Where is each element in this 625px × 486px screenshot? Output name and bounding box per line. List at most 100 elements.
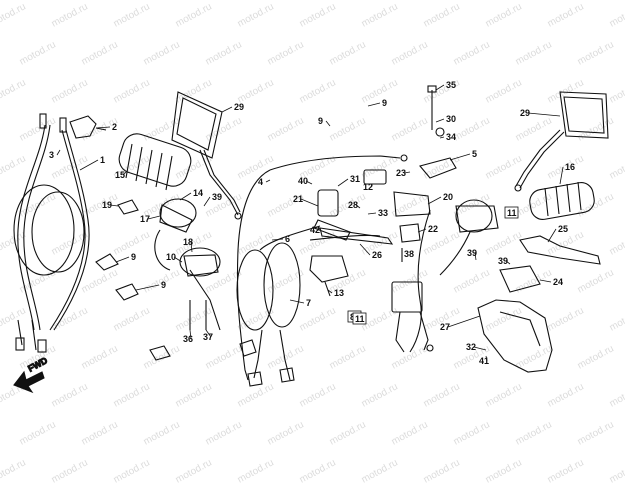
part-13-switch	[309, 255, 349, 297]
leader-line-9	[325, 120, 331, 127]
leader-line-27	[447, 315, 481, 328]
leader-line-5	[449, 153, 471, 161]
connectors	[149, 339, 295, 387]
leader-line-6	[271, 238, 284, 241]
callout-15: 15	[115, 170, 125, 180]
part-16-grip	[529, 181, 595, 220]
callout-labels: 1234567899991011111213141516171819202122…	[49, 80, 575, 366]
leader-line-13	[327, 289, 333, 294]
callout-6: 6	[285, 234, 290, 244]
callout-35: 35	[446, 80, 456, 90]
part-26-bracket	[319, 227, 394, 245]
callout-38: 38	[404, 249, 414, 259]
callout-20: 20	[443, 192, 453, 202]
part-29-right-mirror	[514, 91, 609, 192]
callout-8: 8	[350, 312, 355, 322]
callout-21: 21	[293, 194, 303, 204]
leader-line-9	[115, 256, 130, 263]
part-25-lever	[519, 235, 601, 265]
callout-42: 42	[310, 225, 320, 235]
throttle-cables	[13, 113, 90, 353]
callout-12: 12	[363, 182, 373, 192]
leader-line-26	[359, 243, 371, 256]
callout-2: 2	[112, 122, 117, 132]
leader-line-22	[417, 228, 427, 233]
leader-line-16	[559, 166, 564, 185]
leader-line-2	[95, 126, 111, 129]
callout-11: 11	[507, 208, 517, 218]
callout-39: 39	[498, 256, 508, 266]
callout-4: 4	[258, 177, 263, 187]
leader-line-10	[173, 256, 183, 263]
callout-17: 17	[140, 214, 150, 224]
callout-1: 1	[100, 155, 105, 165]
leader-line-9	[135, 284, 160, 291]
leader-line-4	[265, 179, 271, 183]
clips-left	[95, 199, 139, 301]
leader-line-23	[403, 171, 411, 174]
leader-line-29	[221, 106, 233, 113]
callout-13: 13	[334, 288, 344, 298]
leader-line-25	[547, 228, 557, 243]
leader-line-15	[122, 171, 127, 176]
callout-19: 19	[102, 200, 112, 210]
leader-line-35	[435, 84, 445, 91]
leader-line-32	[473, 346, 487, 351]
leader-line-7	[289, 299, 305, 304]
callout-16: 16	[565, 162, 575, 172]
callout-box-11	[352, 312, 367, 325]
callout-39: 39	[467, 248, 477, 258]
callout-22: 22	[428, 224, 438, 234]
leader-line-33	[367, 212, 377, 215]
leader-line-18	[190, 241, 193, 253]
leader-line-28	[355, 204, 361, 209]
wiring-harness	[391, 209, 431, 353]
leader-line-1	[79, 159, 99, 171]
leader-line-39	[474, 252, 477, 261]
callout-9: 9	[161, 280, 166, 290]
leader-line-34	[439, 136, 445, 139]
callout-25: 25	[558, 224, 568, 234]
callout-34: 34	[446, 132, 456, 142]
callout-41: 41	[479, 356, 489, 366]
leader-line-30	[435, 118, 445, 123]
callout-5: 5	[472, 149, 477, 159]
callout-31: 31	[350, 174, 360, 184]
callout-7: 7	[306, 298, 311, 308]
callout-3: 3	[49, 150, 54, 160]
fwd-arrow-icon	[13, 370, 45, 394]
callout-39: 39	[212, 192, 222, 202]
callout-27: 27	[440, 322, 450, 332]
callout-11: 11	[355, 314, 365, 324]
callout-leaders	[56, 84, 564, 362]
left-switch-housing	[154, 198, 221, 331]
callout-36: 36	[183, 334, 193, 344]
master-cylinder	[313, 189, 351, 241]
bolts	[189, 85, 445, 352]
leader-line-14	[179, 192, 192, 201]
callout-14: 14	[193, 188, 203, 198]
leader-line-9	[367, 102, 381, 107]
part-4-cable	[236, 154, 408, 381]
callout-30: 30	[446, 114, 456, 124]
leader-line-12	[370, 183, 373, 188]
right-assembly	[363, 157, 457, 243]
leader-line-31	[337, 178, 349, 187]
callout-box-11	[504, 206, 519, 219]
callout-9: 9	[131, 252, 136, 262]
callout-9: 9	[382, 98, 387, 108]
callout-23: 23	[396, 168, 406, 178]
leader-line-36	[189, 329, 192, 340]
callout-9: 9	[318, 116, 323, 126]
part-27-hand-guard	[477, 299, 553, 373]
callout-24: 24	[553, 277, 563, 287]
leader-line-29	[527, 112, 561, 117]
part-24	[499, 265, 541, 293]
leader-line-19	[109, 204, 119, 207]
leader-line-39	[505, 260, 511, 265]
callout-28: 28	[348, 200, 358, 210]
part-15-grip	[118, 133, 192, 191]
callout-29: 29	[520, 108, 530, 118]
part-2	[69, 115, 107, 139]
